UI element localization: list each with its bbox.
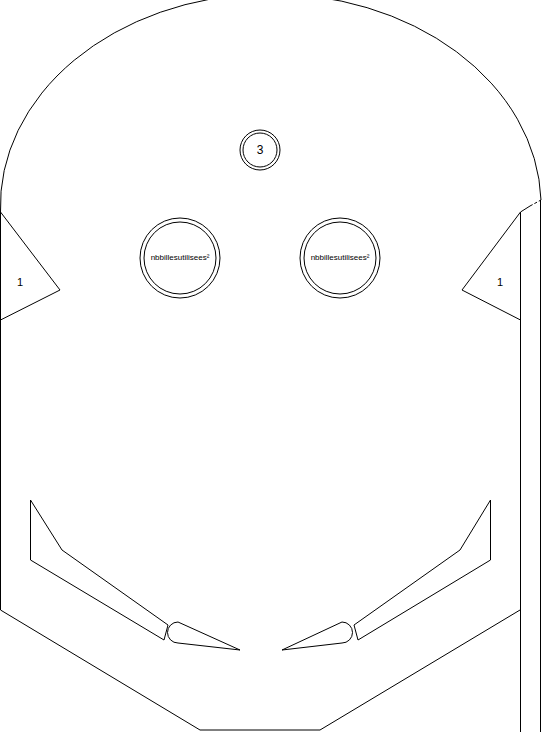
slingshot-right: 1 xyxy=(460,210,522,322)
slingshot-triangle xyxy=(462,212,521,320)
node-label: 1 xyxy=(497,277,503,288)
slingshot-outline xyxy=(0,210,62,322)
bumper-ring xyxy=(300,218,380,298)
bumper-ring xyxy=(140,218,220,298)
bumper-ring xyxy=(240,130,280,170)
right-flipper xyxy=(282,622,353,650)
slingshot-left: 1 xyxy=(0,210,62,322)
node-label: 1 xyxy=(17,277,23,288)
bumper-small: 3 xyxy=(239,129,281,171)
right-inlane-guide xyxy=(354,500,491,640)
top-arch xyxy=(0,0,541,212)
slingshot-triangle xyxy=(1,212,61,320)
bumper-large: nbbillesutilisees² xyxy=(299,217,381,299)
lane-gate xyxy=(530,200,541,206)
lane-top xyxy=(521,206,531,212)
bumper-large: nbbillesutilisees² xyxy=(139,217,221,299)
outer-wall xyxy=(1,212,521,730)
bumper-ring xyxy=(144,222,216,294)
bumper-ring xyxy=(243,133,277,167)
node-label: nbbillesutilisees² xyxy=(151,254,210,262)
left-inlane-guide xyxy=(31,500,169,640)
bumper-ring xyxy=(304,222,376,294)
slingshot-outline xyxy=(460,210,522,322)
node-label: nbbillesutilisees² xyxy=(311,254,370,262)
lane-wall xyxy=(540,200,541,732)
node-label: 3 xyxy=(257,144,264,156)
left-flipper xyxy=(168,622,241,650)
